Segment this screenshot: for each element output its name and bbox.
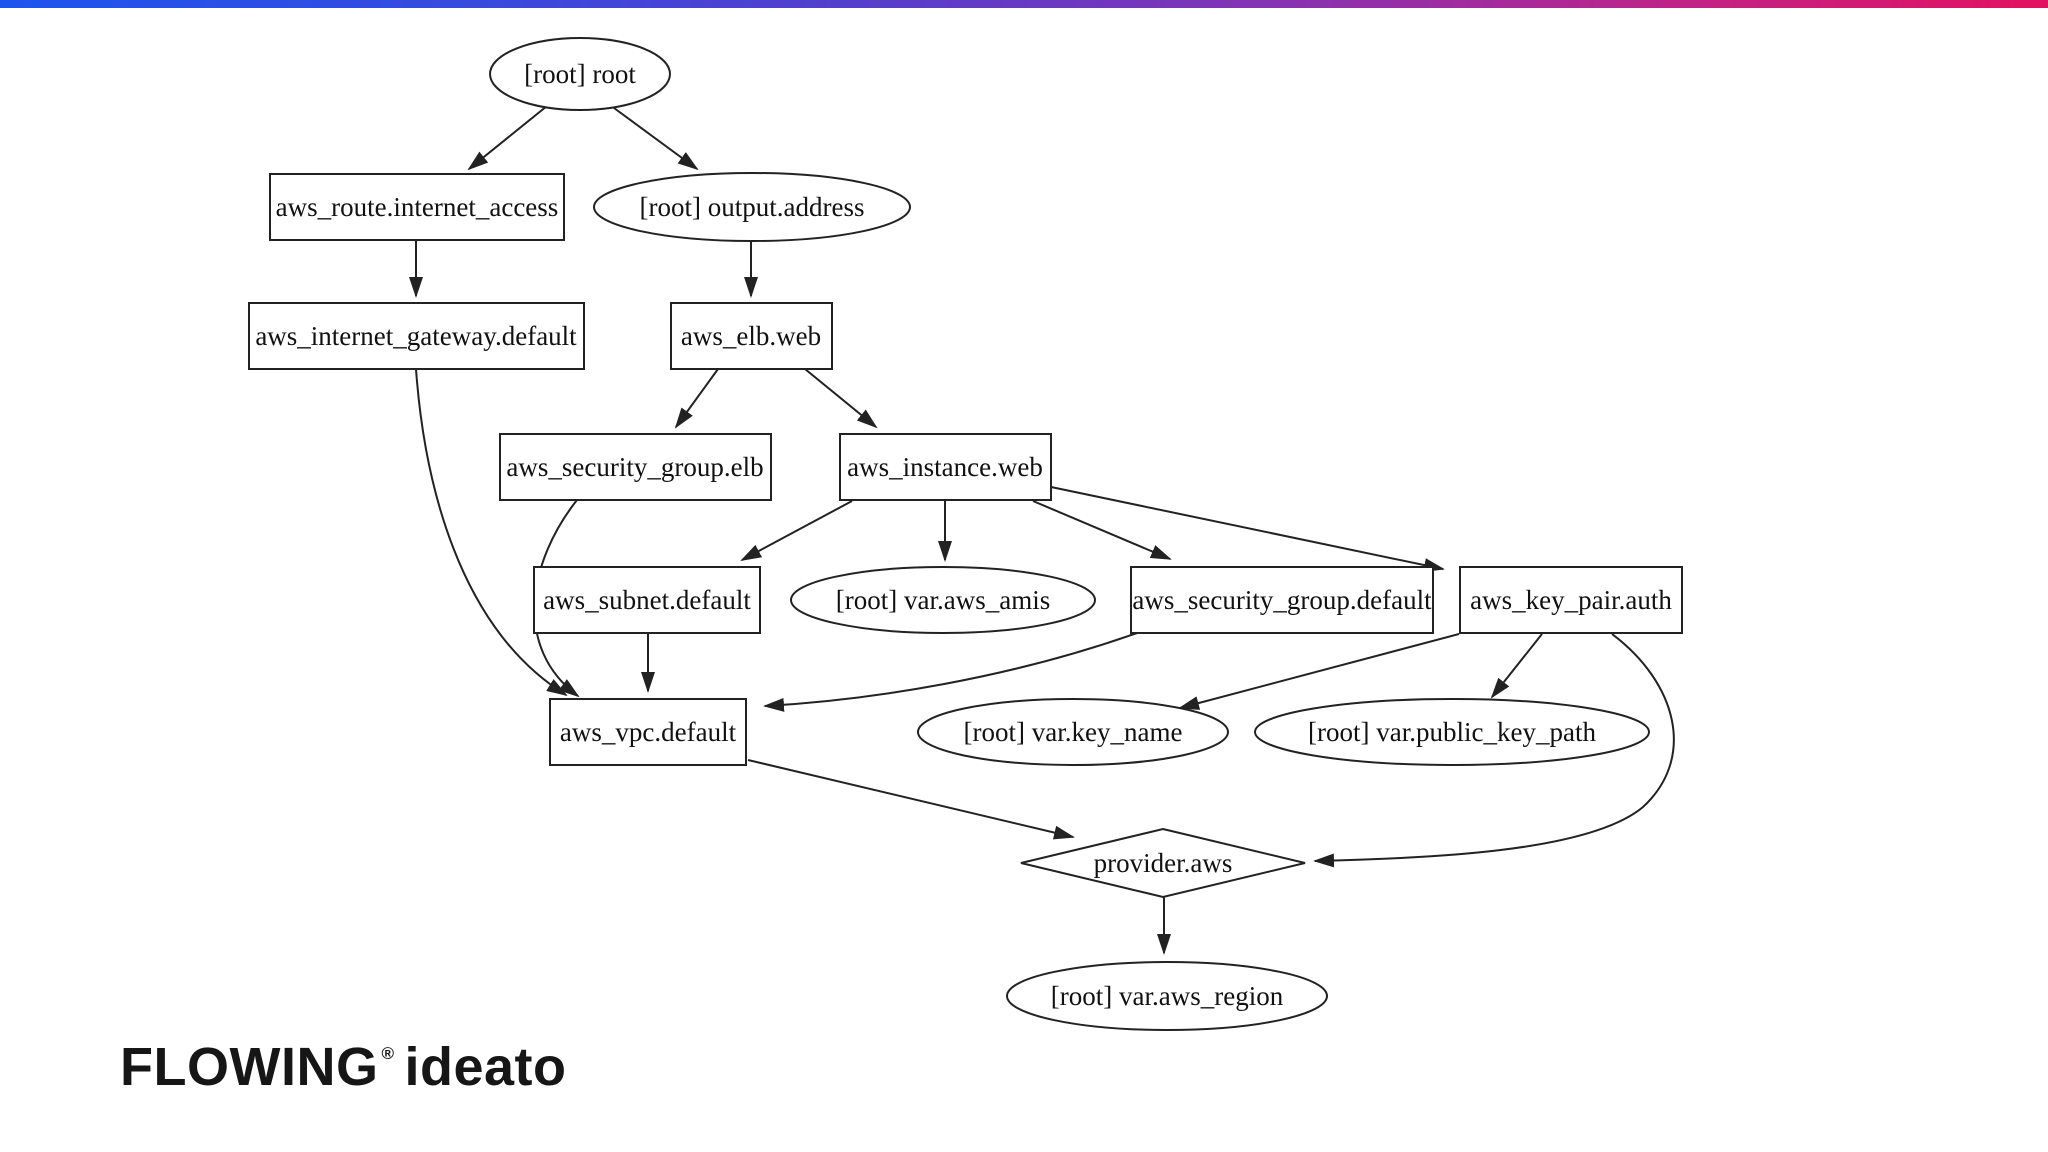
node-var-aws-amis xyxy=(790,566,1096,634)
node-aws-security-group-default-label: aws_security_group.default xyxy=(1132,585,1432,615)
node-aws-security-group-default xyxy=(1130,566,1434,634)
edge-sg-default-vpc xyxy=(763,632,1138,712)
edge-root-route xyxy=(467,105,548,171)
node-aws-subnet-default xyxy=(533,566,761,634)
edge-key-pair-provider xyxy=(1313,633,1675,868)
edge-instance-subnet xyxy=(740,500,853,561)
edge-key-pair-var-key-name xyxy=(1178,633,1460,710)
node-provider-aws xyxy=(1020,827,1306,899)
brand-primary: FLOWING xyxy=(120,1037,379,1097)
node-aws-security-group-elb xyxy=(499,433,772,501)
node-aws-instance-web-label: aws_instance.web xyxy=(847,452,1043,482)
node-root xyxy=(489,37,671,111)
edge-instance-sg-default xyxy=(1032,500,1172,560)
node-aws-vpc-default-label: aws_vpc.default xyxy=(560,717,737,747)
node-var-aws-region xyxy=(1006,961,1328,1031)
node-aws-security-group-elb-label: aws_security_group.elb xyxy=(506,452,763,482)
node-root-label: [root] root xyxy=(524,59,636,89)
edge-elb-instance xyxy=(804,368,878,429)
node-aws-vpc-default xyxy=(549,698,747,766)
node-aws-internet-gateway-default-label: aws_internet_gateway.default xyxy=(255,321,577,351)
node-aws-elb-web xyxy=(670,302,833,370)
node-aws-internet-gateway-default xyxy=(248,302,585,370)
node-output-address xyxy=(593,172,911,242)
node-aws-subnet-default-label: aws_subnet.default xyxy=(543,585,751,615)
registered-trademark-icon: ® xyxy=(381,1044,395,1063)
edge-elb-sg-elb xyxy=(674,368,719,429)
node-var-aws-region-label: [root] var.aws_region xyxy=(1051,981,1284,1011)
edge-vpc-provider xyxy=(747,759,1075,840)
node-output-address-label: [root] output.address xyxy=(640,192,865,222)
node-aws-key-pair-auth xyxy=(1459,566,1683,634)
node-var-key-name-label: [root] var.key_name xyxy=(964,717,1183,747)
node-aws-elb-web-label: aws_elb.web xyxy=(681,321,821,351)
node-aws-route-internet-access-label: aws_route.internet_access xyxy=(276,192,559,222)
node-aws-route-internet-access xyxy=(269,173,565,241)
brand-secondary: ideato xyxy=(404,1037,567,1097)
top-gradient-bar xyxy=(0,0,2048,8)
node-var-public-key-path xyxy=(1254,698,1650,766)
node-provider-aws-label: provider.aws xyxy=(1094,848,1233,878)
edge-igw-vpc xyxy=(415,368,568,697)
brand-logo: FLOWING® ideato xyxy=(120,1036,567,1098)
edge-root-output-address xyxy=(613,107,699,171)
edge-key-pair-var-public-key-path xyxy=(1490,633,1543,699)
node-var-public-key-path-label: [root] var.public_key_path xyxy=(1308,717,1596,747)
node-aws-key-pair-auth-label: aws_key_pair.auth xyxy=(1470,585,1672,615)
node-var-aws-amis-label: [root] var.aws_amis xyxy=(836,585,1050,615)
node-var-key-name xyxy=(917,698,1229,766)
edge-instance-key-pair xyxy=(1050,486,1445,572)
node-aws-instance-web xyxy=(839,433,1052,501)
